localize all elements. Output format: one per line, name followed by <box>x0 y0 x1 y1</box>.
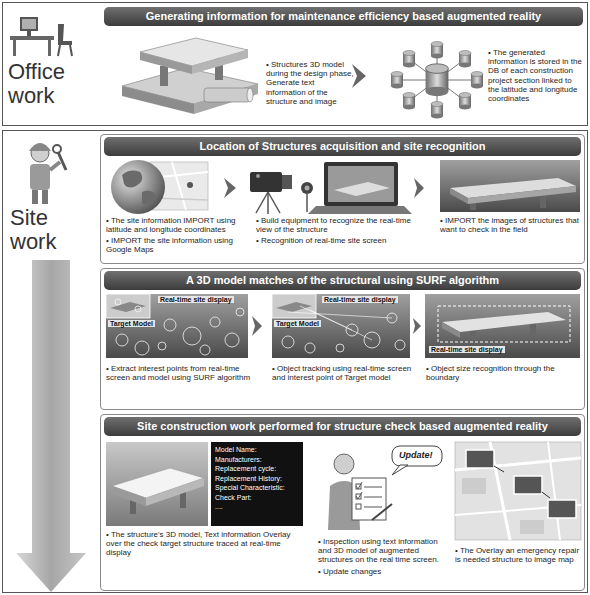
chevron-arrow <box>252 316 262 336</box>
bullet-text: • IMPORT the images of structures that w… <box>440 216 582 234</box>
info-field: Special Characteristic: <box>215 484 301 492</box>
bullet-text: • The structure's 3D model, Text informa… <box>106 530 306 558</box>
image-caption: Real-time site display <box>429 346 505 353</box>
image-map <box>455 442 581 540</box>
bullet-text: • The generated information is stored in… <box>488 48 584 103</box>
bullet-text: • The site information IMPORT using lati… <box>106 216 254 234</box>
database-icon <box>391 42 483 119</box>
info-field: Replacement History: <box>215 475 301 483</box>
bullet-text: • Object size recognition through the bo… <box>426 364 582 382</box>
speech-bubble-text: Update! <box>398 450 434 460</box>
section-box: Location of Structures acquisition and s… <box>100 134 585 264</box>
bullet-text: • Object tracking using real-time screen… <box>272 364 417 382</box>
inspector-figure <box>328 446 442 530</box>
info-field: Model Name: <box>215 446 301 454</box>
info-box: Model Name: Manufacturers:Replacement cyc… <box>211 442 303 526</box>
laptop-image <box>308 162 412 214</box>
bullet-text: • Structures 3D model during the design … <box>266 60 354 106</box>
panel-title: Office work <box>8 60 88 108</box>
site-panel: Site work Location of Structures acquisit… <box>2 130 588 593</box>
chevron-arrow <box>414 178 424 198</box>
info-field: Replacement cycle: <box>215 465 301 473</box>
chevron-arrow <box>413 318 421 334</box>
bullet-text: • Recognition of real-time site screen <box>256 236 416 245</box>
flow-arrow <box>16 260 86 592</box>
structure-photo <box>440 160 580 212</box>
image-caption: Real-time site display <box>158 296 234 303</box>
image-caption: Real-time site display <box>322 296 398 303</box>
bullet-text: • Update changes <box>318 567 450 576</box>
section-header: Location of Structures acquisition and s… <box>104 137 581 156</box>
bullet-text: • Extract interest points from real-time… <box>106 364 254 382</box>
surf-tracking-image <box>272 294 410 358</box>
chevron-arrow <box>352 64 366 88</box>
office-panel: Office work Generating information for ma… <box>2 2 588 126</box>
image-caption: Target Model <box>108 320 155 327</box>
image-caption: Target Model <box>274 320 321 327</box>
camera-image <box>250 172 313 214</box>
structure-3d-model <box>122 38 258 114</box>
boundary-recognition-image <box>425 294 580 358</box>
bullet-text: • Build equipment to recognize the real-… <box>256 216 416 234</box>
section-header: Site construction work performed for str… <box>104 417 581 436</box>
section-box: Site construction work performed for str… <box>100 414 585 591</box>
database-network-icon <box>397 50 477 110</box>
bullet-text: • Inspection using text information and … <box>318 537 450 565</box>
info-field: Manufacturers: <box>215 456 301 464</box>
section-header: Generating information for maintenance e… <box>104 7 583 26</box>
section-box: A 3D model matches of the structural usi… <box>100 268 585 410</box>
worker-icon <box>29 143 66 204</box>
section-header: A 3D model matches of the structural usi… <box>104 271 581 290</box>
bullet-text: • IMPORT the site information using Goog… <box>106 236 254 254</box>
info-field: .... <box>215 503 301 511</box>
chevron-arrow <box>224 178 236 198</box>
bullet-text: • The Overlay an emergency repair is nee… <box>455 546 583 564</box>
globe-image <box>111 160 165 214</box>
panel-title: Site work <box>10 206 82 254</box>
info-field: Check Part: <box>215 494 301 502</box>
ar-overlay-photo <box>106 442 208 526</box>
office-section: Generating information for maintenance e… <box>102 5 586 125</box>
office-desk-icon <box>10 17 72 56</box>
surf-matching-image <box>106 294 248 358</box>
